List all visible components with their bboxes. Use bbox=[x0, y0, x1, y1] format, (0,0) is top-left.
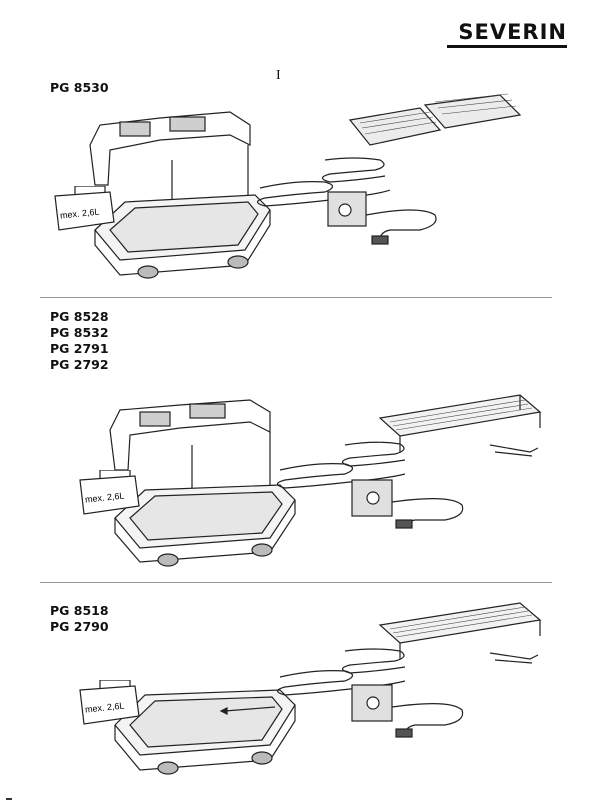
section-divider bbox=[40, 297, 552, 298]
model-label: PG 8528 bbox=[50, 309, 109, 325]
rack-handle bbox=[490, 653, 538, 663]
section-divider bbox=[40, 582, 552, 583]
figure-number: I bbox=[276, 68, 281, 84]
page-corner-mark bbox=[6, 798, 12, 800]
heating-element bbox=[258, 182, 391, 206]
grill-illustration-1 bbox=[80, 90, 560, 290]
section-2-models: PG 8528 PG 8532 PG 2791 PG 2792 bbox=[50, 309, 109, 373]
model-label: PG 2792 bbox=[50, 357, 109, 373]
grill-illustration-2 bbox=[100, 390, 560, 580]
severin-logo: SEVERIN bbox=[458, 20, 567, 44]
logo-underline bbox=[447, 45, 567, 48]
grill-rack bbox=[380, 395, 540, 436]
grill-illustration-3 bbox=[100, 595, 560, 790]
water-level-card-3: mex. 2,6L bbox=[75, 680, 145, 730]
water-level-card-1: mex. 2,6L bbox=[50, 186, 120, 236]
grill-grate-right bbox=[425, 95, 520, 128]
water-level-card-2: mex. 2,6L bbox=[75, 470, 145, 520]
grill-rack bbox=[380, 603, 540, 643]
model-label: PG 8532 bbox=[50, 325, 109, 341]
rack-handle bbox=[490, 445, 538, 456]
grill-grate-left bbox=[350, 108, 440, 145]
model-label: PG 2791 bbox=[50, 341, 109, 357]
